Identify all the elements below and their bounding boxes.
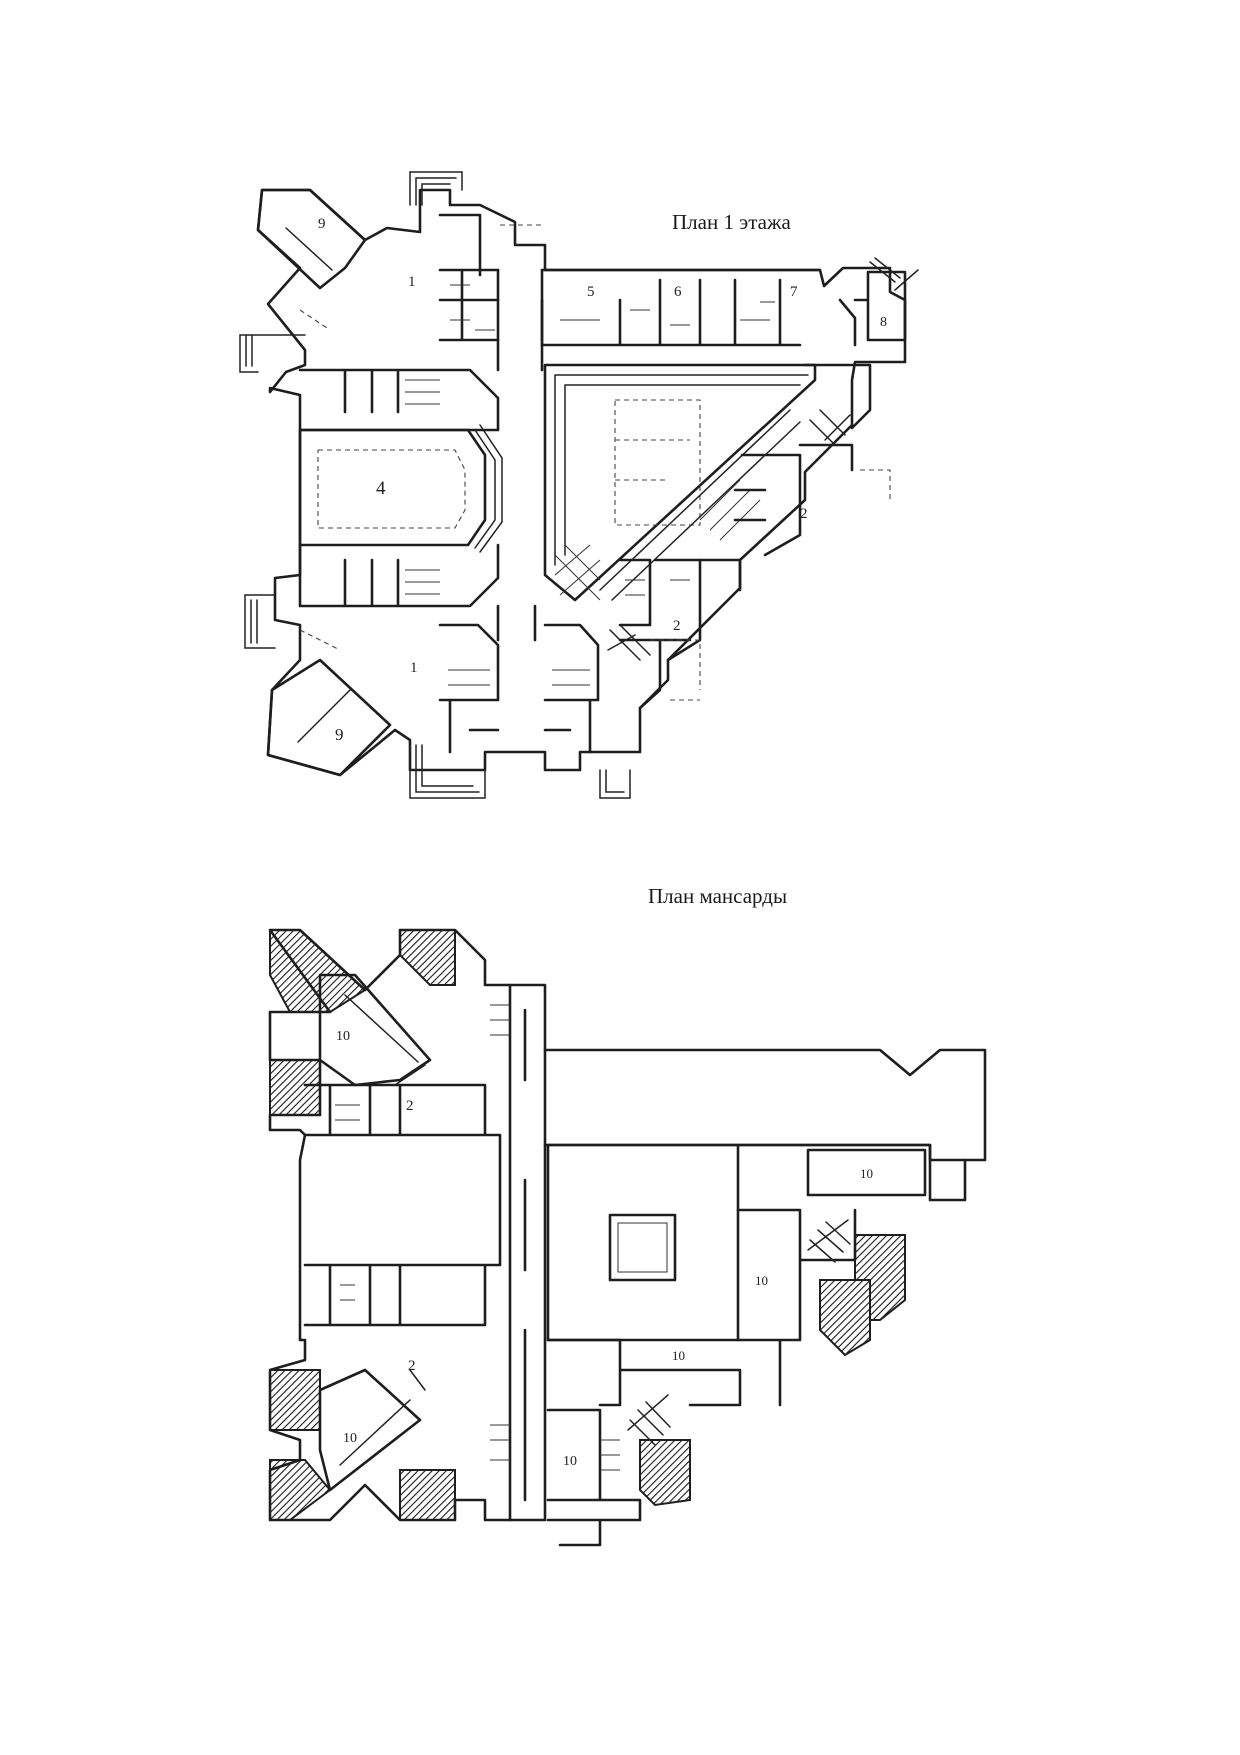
attic-room-label-10-lower-left: 10: [343, 1431, 357, 1446]
floor1-outer-wall: [256, 188, 907, 777]
room-label-4: 4: [376, 478, 386, 499]
wing-9-bottom-divider: [297, 689, 351, 743]
top-corridor-rooms: [540, 268, 822, 347]
attic-central-left-block: [303, 1083, 502, 1327]
roof-slope-bottom-right: [639, 1439, 691, 1507]
lower-center-room-ticks: [448, 669, 590, 686]
roof-slope-right-lower: [819, 1279, 871, 1357]
lower-right-room-ticks: [625, 579, 690, 596]
roof-slope-left-mid: [269, 1059, 321, 1116]
room-label-9-top: 9: [318, 216, 326, 232]
attic-room-label-10-lower-center: 10: [672, 1348, 685, 1363]
attic-central-left-ticks: [335, 1104, 360, 1301]
right-wing-stair: [809, 409, 851, 446]
attic-room-10-upper-left: [318, 973, 432, 1087]
attic-plan: 10 2 10 10 10 2 10 10: [268, 928, 987, 1547]
roof-slope-top-center: [399, 929, 456, 986]
room-label-2-lower: 2: [673, 618, 681, 634]
left-projection-top: [239, 334, 306, 373]
attic-right-stair: [807, 1219, 851, 1263]
floor1-plan: 9 1 5 6 7 8 4 2 2 1 9: [239, 171, 919, 799]
courtyard-cross-hatching: [554, 544, 601, 601]
lower-left-room-ticks: [405, 569, 440, 595]
attic-bottom-right-ticks: [600, 1439, 620, 1471]
attic-plan-title: План мансарды: [648, 884, 788, 908]
lower-left-rooms: [298, 543, 500, 608]
room-8-stair: [869, 257, 919, 291]
top-corridor-door-ticks: [560, 301, 775, 326]
room-8-block: [838, 270, 907, 347]
room-label-5: 5: [587, 284, 595, 300]
attic-courtyard-skylight: [608, 1213, 677, 1282]
left-projection-bottom: [244, 594, 276, 649]
attic-room-label-2-lower: 2: [408, 1358, 416, 1374]
courtyard-dashed-zone: [614, 399, 701, 526]
attic-right-rooms: [736, 1143, 967, 1407]
lower-right-rooms: [618, 558, 702, 710]
attic-left-tower-outline: [268, 928, 547, 1522]
bottom-right-entry-steps: [599, 769, 631, 799]
room-label-1-bottom: 1: [410, 660, 418, 676]
wing-9-top-divider: [285, 227, 333, 271]
top-tower-room-ticks: [450, 284, 495, 331]
attic-room-label-10-upper-left: 10: [336, 1029, 350, 1044]
attic-room-label-2-upper: 2: [406, 1098, 414, 1114]
attic-bottom-right-stair: [627, 1394, 671, 1446]
bottom-entry-steps: [409, 744, 486, 799]
room-label-7: 7: [790, 284, 798, 300]
floor1-dashed-lines: [299, 224, 891, 701]
courtyard-inner-outline: [554, 374, 809, 566]
attic-room-10-upper-divider: [344, 994, 426, 1086]
top-entry-steps: [409, 171, 463, 206]
attic-room-label-10-right-mid: 10: [755, 1273, 768, 1288]
right-wing-rooms: [698, 363, 872, 592]
attic-vertical-corridor: [508, 983, 527, 1522]
courtyard-outline: [543, 363, 817, 602]
attic-room-10-lower-left: [318, 1368, 422, 1492]
attic-courtyard-skylight-inner: [617, 1222, 668, 1273]
upper-left-rooms: [298, 368, 500, 432]
upper-left-room-ticks: [405, 379, 440, 405]
floor1-plan-title: План 1 этажа: [672, 210, 791, 234]
room-4-dashed-outline: [317, 449, 466, 529]
top-tower-rooms: [438, 213, 500, 342]
attic-corridor-ticks: [490, 1004, 510, 1461]
room-4-inner-lines: [474, 424, 503, 553]
roof-slope-bottom-left: [269, 1459, 332, 1521]
room-label-1-top: 1: [408, 274, 416, 290]
roof-slope-left-lower: [269, 1369, 321, 1431]
attic-room-label-10-bottom: 10: [563, 1454, 577, 1469]
attic-top-right-wing: [543, 1048, 987, 1162]
lower-center-rooms: [438, 623, 600, 754]
room-label-6: 6: [674, 284, 682, 300]
attic-courtyard: [546, 1143, 740, 1342]
room-label-8: 8: [880, 315, 887, 330]
lower-right-stair: [607, 624, 651, 661]
room-label-2-right: 2: [800, 506, 808, 522]
attic-room-10-lower-divider: [339, 1369, 426, 1466]
room-9-top-wing: [256, 188, 367, 290]
room-9-bottom-wing: [266, 658, 392, 777]
roof-slope-bottom-center: [399, 1469, 456, 1521]
attic-room-label-10-right-top: 10: [860, 1166, 873, 1181]
room-label-9-bottom: 9: [335, 725, 344, 744]
